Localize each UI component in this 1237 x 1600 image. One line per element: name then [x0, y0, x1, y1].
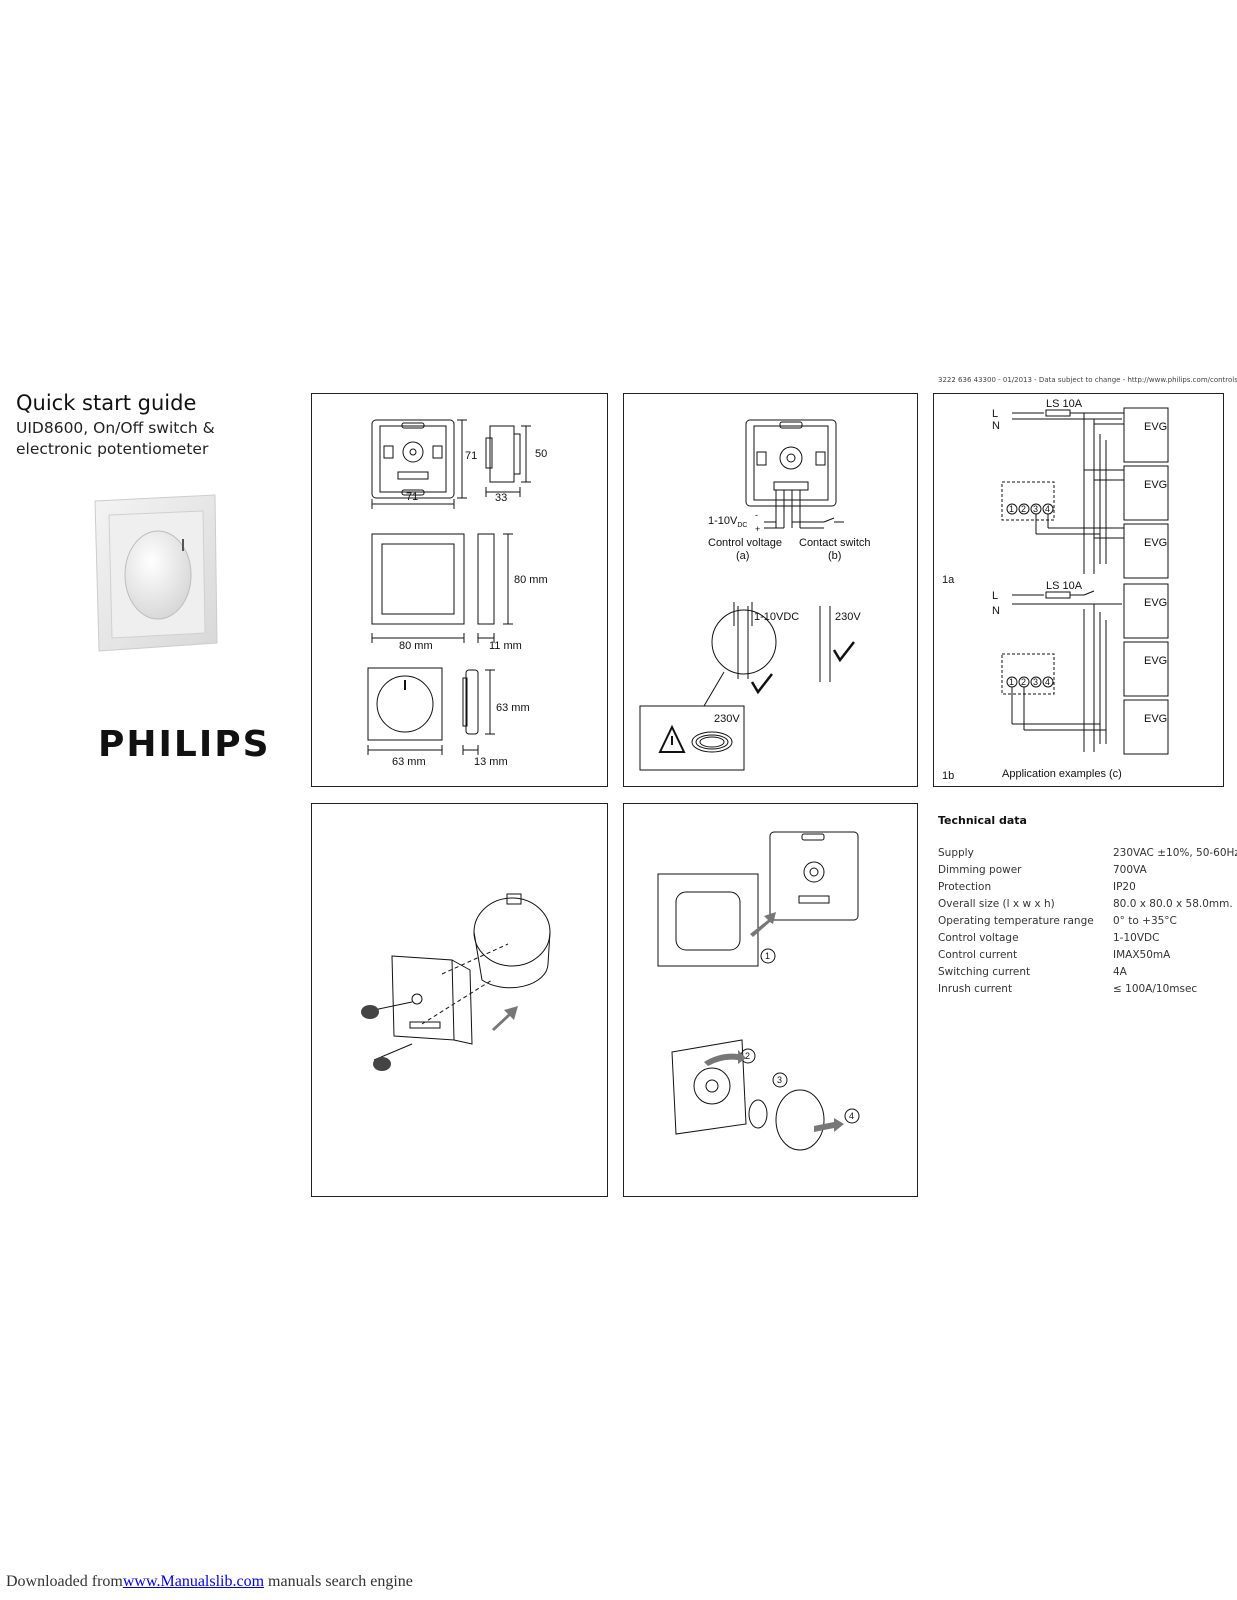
tech-row: Switching current 4A — [938, 966, 1127, 978]
dim-63-width: 63 mm — [392, 756, 426, 768]
tech-label: Control current — [938, 949, 1018, 961]
terminal-3-1b: 3 — [1033, 677, 1038, 687]
tech-label: Switching current — [938, 966, 1031, 978]
control-voltage-label: Control voltage — [708, 537, 782, 549]
wiring-caption: Application examples (c) — [1002, 768, 1122, 780]
line-label-1b: L — [992, 590, 998, 602]
dim-13: 13 mm — [474, 756, 508, 768]
tech-value: ≤ 100A/10msec — [1113, 983, 1198, 995]
wiring-panel: L N LS 10A EVG EVG EVG 1a L N LS 10A EVG… — [933, 393, 1224, 787]
terminal-4-1b: 4 — [1045, 677, 1050, 687]
terminal-4-1a: 4 — [1045, 504, 1050, 514]
dim-71-width: 71 — [406, 491, 418, 503]
evg-label-2: EVG — [1144, 479, 1167, 491]
contact-switch-label: Contact switch — [799, 537, 871, 549]
step-3: 3 — [777, 1075, 782, 1085]
tech-row: Supply 230VAC ±10%, 50-60Hz — [938, 847, 1237, 859]
cable-mains-label: 230V — [835, 611, 861, 623]
tech-label: Inrush current — [938, 983, 1013, 995]
step-2: 2 — [745, 1051, 750, 1061]
brand-logo: PHILIPS — [98, 724, 271, 765]
document-reference: 3222 636 43300 - 01/2013 - Data subject … — [938, 376, 1237, 384]
tech-value: 80.0 x 80.0 x 58.0mm. — [1113, 898, 1233, 910]
product-image — [85, 493, 225, 663]
terminal-1-1b: 1 — [1009, 677, 1014, 687]
evg-label-3: EVG — [1144, 537, 1167, 549]
terminal-2-1b: 2 — [1021, 677, 1026, 687]
step-1: 1 — [765, 951, 770, 961]
terminal-2-1a: 2 — [1021, 504, 1026, 514]
dim-50: 50 — [535, 448, 547, 460]
terminal-3-1a: 3 — [1033, 504, 1038, 514]
tech-row: Control current IMAX50mA — [938, 949, 1170, 961]
installation-panel — [311, 803, 608, 1197]
dim-71-height: 71 — [465, 450, 477, 462]
product-subtitle: UID8600, On/Off switch & electronic pote… — [16, 419, 215, 458]
tech-row: Overall size (l x w x h) 80.0 x 80.0 x 58… — [938, 898, 1233, 910]
plus-sign: + — [755, 524, 760, 534]
evg-label-5: EVG — [1144, 655, 1167, 667]
tech-value: 0° to +35°C — [1113, 915, 1177, 927]
footer-prefix: Downloaded from — [6, 1573, 123, 1590]
tech-row: Operating temperature range 0° to +35°C — [938, 915, 1177, 927]
tech-row: Dimming power 700VA — [938, 864, 1147, 876]
tech-label: Control voltage — [938, 932, 1019, 944]
tech-value: IP20 — [1113, 881, 1136, 893]
tech-value: 4A — [1113, 966, 1127, 978]
page-title: Quick start guide — [16, 391, 197, 415]
tech-value: 700VA — [1113, 864, 1147, 876]
tech-label: Protection — [938, 881, 992, 893]
download-footer: Downloaded fromwww.Manualslib.com manual… — [6, 1573, 413, 1591]
tech-label: Supply — [938, 847, 974, 859]
breaker-label-1a: LS 10A — [1046, 398, 1083, 410]
breaker-label-1b: LS 10A — [1046, 580, 1083, 592]
example-1b: 1b — [942, 770, 954, 782]
tech-value: 1-10VDC — [1113, 932, 1160, 944]
neutral-label-1b: N — [992, 605, 1000, 617]
tech-row: Inrush current ≤ 100A/10msec — [938, 983, 1197, 995]
example-1a: 1a — [942, 574, 955, 586]
technical-data-title: Technical data — [938, 814, 1027, 827]
footer-suffix: manuals search engine — [264, 1573, 413, 1590]
dim-80-width: 80 mm — [399, 640, 433, 652]
tech-label: Dimming power — [938, 864, 1022, 876]
mounting-steps-panel: 1 2 3 4 — [623, 803, 918, 1197]
neutral-label-1a: N — [992, 420, 1000, 432]
manualslib-link[interactable]: www.Manualslib.com — [122, 1573, 265, 1590]
evg-label-4: EVG — [1144, 597, 1167, 609]
tech-value: IMAX50mA — [1113, 949, 1171, 961]
cable-lowvolt-label: 1-10VDC — [754, 611, 799, 623]
tech-row: Control voltage 1-10VDC — [938, 932, 1159, 944]
evg-label-1: EVG — [1144, 421, 1167, 433]
tech-value: 230VAC ±10%, 50-60Hz — [1113, 847, 1237, 859]
dim-80-height: 80 mm — [514, 574, 548, 586]
line-label-1a: L — [992, 408, 998, 420]
tech-label: Operating temperature range — [938, 915, 1094, 927]
terminal-1-1a: 1 — [1009, 504, 1014, 514]
connections-panel: 1-10VDC - + Control voltage (a) Contact … — [623, 393, 918, 787]
evg-label-6: EVG — [1144, 713, 1167, 725]
dim-11: 11 mm — [489, 640, 522, 652]
dimensions-panel: 71 71 50 33 80 mm 80 mm 11 mm 63 mm 63 m… — [311, 393, 608, 787]
tech-row: Protection IP20 — [938, 881, 1136, 893]
minus-sign: - — [755, 510, 758, 520]
dim-63-height: 63 mm — [496, 702, 530, 714]
control-voltage-range: 1-10VDC — [708, 515, 747, 529]
warning-voltage-label: 230V — [714, 713, 740, 725]
control-voltage-ref: (a) — [736, 550, 749, 562]
dim-33: 33 — [495, 492, 507, 504]
step-4: 4 — [849, 1111, 854, 1121]
contact-switch-ref: (b) — [828, 550, 841, 562]
tech-label: Overall size (l x w x h) — [938, 898, 1055, 910]
